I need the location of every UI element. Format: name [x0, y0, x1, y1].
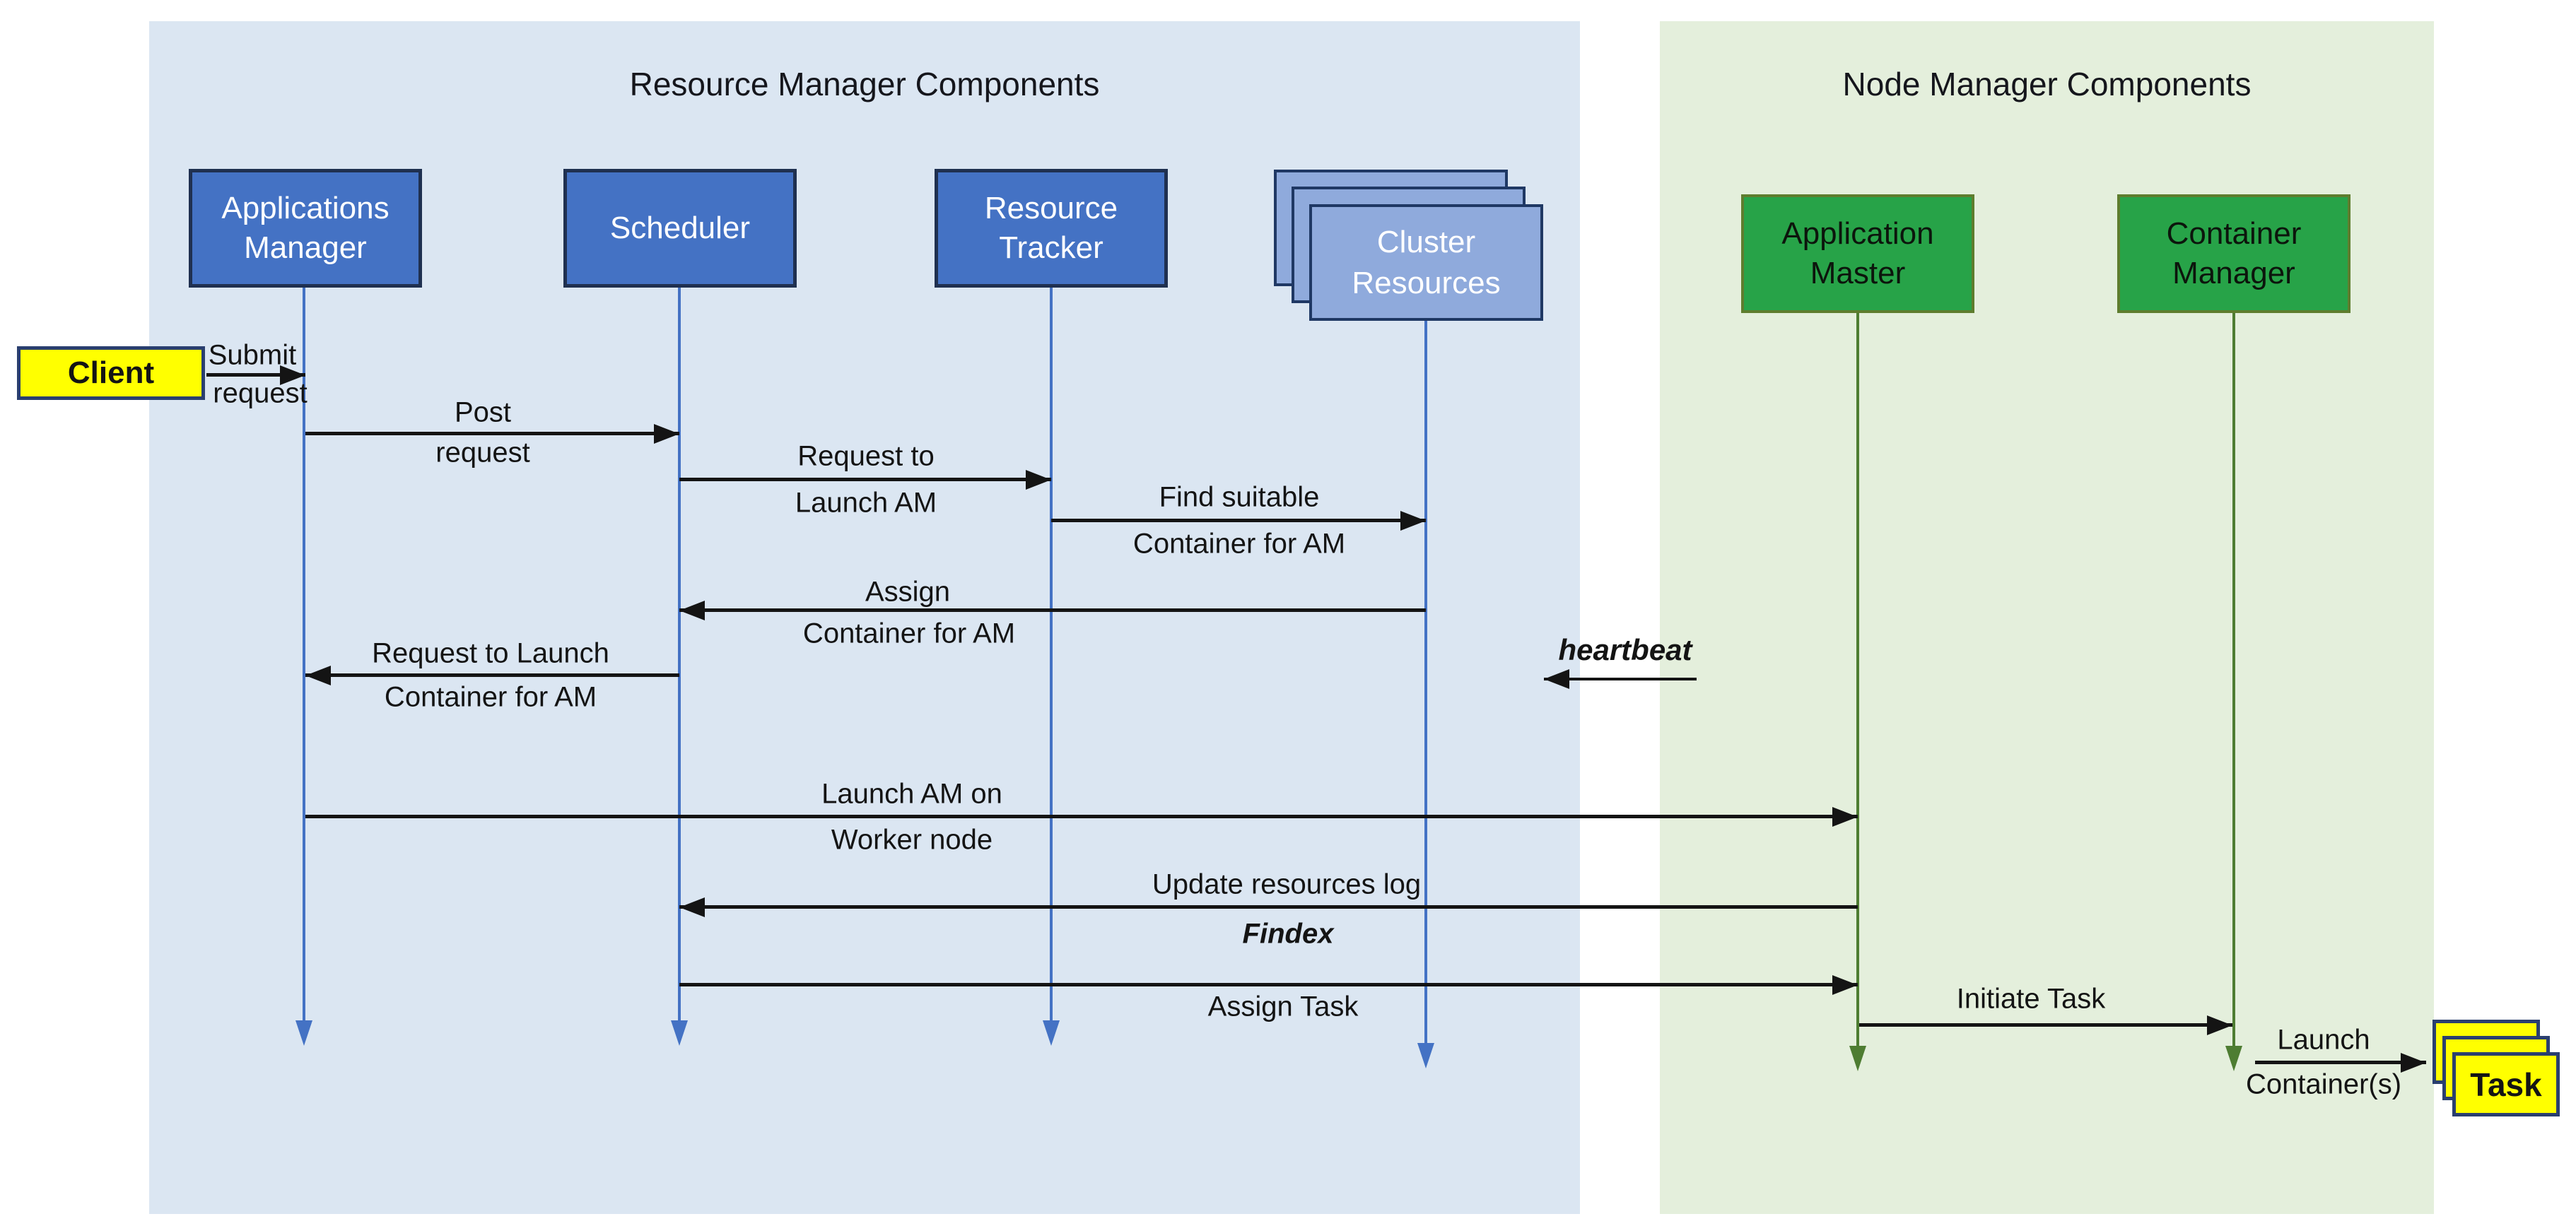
arrowhead-right-icon: [654, 423, 679, 444]
arrow-find-suitable-container: [1051, 510, 1426, 531]
label-initiate-task: Initiate Task: [1956, 983, 2106, 1015]
label-assign-container-line1: Assign: [865, 576, 951, 608]
label-request-to-launch-am-line2: Launch AM: [795, 487, 937, 519]
lifeline-applications-manager: [295, 288, 312, 1046]
label-post-request-line2: request: [435, 437, 530, 468]
lifeline-resource-tracker: [1043, 288, 1060, 1046]
label-find-suitable-line2: Container for AM: [1132, 528, 1346, 560]
label-launch-am-worker-line2: Worker node: [831, 824, 993, 856]
lifeline-arrowhead-down-icon: [295, 1020, 312, 1046]
arrowhead-right-icon: [280, 365, 305, 385]
arrowhead-right-icon: [2207, 1015, 2232, 1035]
arrow-launch-containers: [2255, 1052, 2426, 1073]
arrow-submit-request: [206, 365, 305, 385]
node-manager-title: Node Manager Components: [1842, 66, 2252, 102]
label-post-request-line1: Post: [454, 396, 512, 428]
label-heartbeat: heartbeat: [1558, 633, 1692, 666]
lifeline-cluster-resources: [1417, 321, 1434, 1068]
actor-application-master: Application Master: [1741, 194, 1974, 313]
arrow-update-resources-log: [679, 897, 1858, 917]
arrow-assign-task: [679, 974, 1858, 995]
arrowhead-left-icon: [1544, 669, 1569, 689]
lifeline-container-manager: [2225, 313, 2242, 1071]
actor-cluster-resources: Cluster Resources: [1309, 204, 1543, 321]
arrow-heartbeat: [1544, 669, 1697, 689]
lifeline-arrowhead-down-icon: [2225, 1046, 2242, 1071]
lifeline-arrowhead-down-icon: [1849, 1046, 1866, 1071]
label-launch-containers-line1: Launch: [2277, 1024, 2370, 1056]
arrowhead-right-icon: [1832, 974, 1858, 995]
actor-resource-tracker: Resource Tracker: [935, 169, 1168, 288]
arrow-post-request: [305, 423, 679, 444]
arrowhead-right-icon: [2401, 1052, 2426, 1073]
lifeline-application-master: [1849, 313, 1866, 1071]
arrowhead-left-icon: [679, 600, 705, 620]
resource-manager-title: Resource Manager Components: [629, 66, 1100, 102]
arrowhead-right-icon: [1832, 806, 1858, 827]
label-launch-containers-line2: Container(s): [2245, 1068, 2402, 1100]
label-submit-request-line2: request: [213, 377, 308, 409]
label-find-suitable-line1: Find suitable: [1159, 481, 1320, 513]
actor-task: Task: [2452, 1052, 2560, 1116]
arrow-launch-am-on-worker-node: [305, 806, 1858, 827]
label-request-to-launch-container-line1: Request to Launch: [372, 637, 609, 669]
lifeline-scheduler: [671, 288, 688, 1046]
arrowhead-left-icon: [305, 665, 331, 685]
arrow-assign-container: [679, 600, 1426, 620]
arrowhead-right-icon: [1400, 510, 1426, 531]
label-assign-container-line2: Container for AM: [802, 618, 1016, 649]
arrowhead-left-icon: [679, 897, 705, 917]
lifeline-arrowhead-down-icon: [1417, 1043, 1434, 1068]
arrowhead-right-icon: [1026, 469, 1051, 490]
label-findex: Findex: [1242, 918, 1334, 950]
arrow-initiate-task: [1859, 1015, 2232, 1035]
actor-container-manager: Container Manager: [2117, 194, 2350, 313]
arrow-request-to-launch-container: [305, 665, 679, 685]
label-launch-am-worker-line1: Launch AM on: [821, 778, 1002, 810]
label-request-to-launch-am-line1: Request to: [797, 440, 935, 472]
actor-client: Client: [17, 346, 205, 400]
lifeline-arrowhead-down-icon: [671, 1020, 688, 1046]
lifeline-arrowhead-down-icon: [1043, 1020, 1060, 1046]
label-update-resources-log: Update resources log: [1152, 868, 1422, 900]
actor-scheduler: Scheduler: [563, 169, 797, 288]
label-assign-task: Assign Task: [1207, 991, 1359, 1022]
actor-applications-manager: Applications Manager: [189, 169, 422, 288]
label-request-to-launch-container-line2: Container for AM: [384, 681, 597, 713]
label-submit-request-line1: Submit: [208, 339, 297, 371]
arrow-request-to-launch-am: [679, 469, 1051, 490]
